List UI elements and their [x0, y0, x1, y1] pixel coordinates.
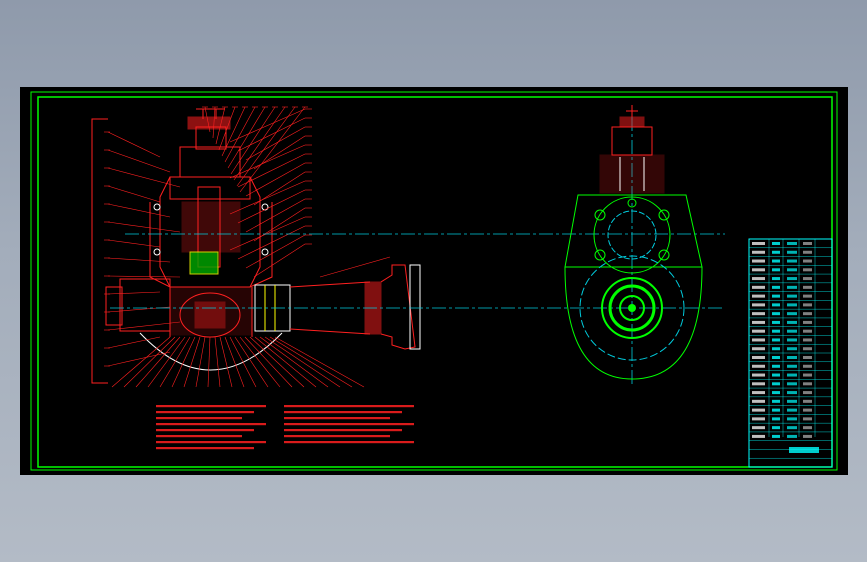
technical-notes — [156, 405, 414, 450]
section-view — [91, 108, 421, 384]
part-leaders — [104, 106, 391, 388]
centerlines — [110, 117, 725, 385]
assembly-drawing — [30, 91, 838, 471]
title-block — [748, 238, 833, 468]
outer-frame — [30, 91, 838, 471]
cad-viewport[interactable] — [20, 87, 848, 475]
gear-hatch — [189, 251, 219, 275]
side-view — [564, 105, 703, 380]
